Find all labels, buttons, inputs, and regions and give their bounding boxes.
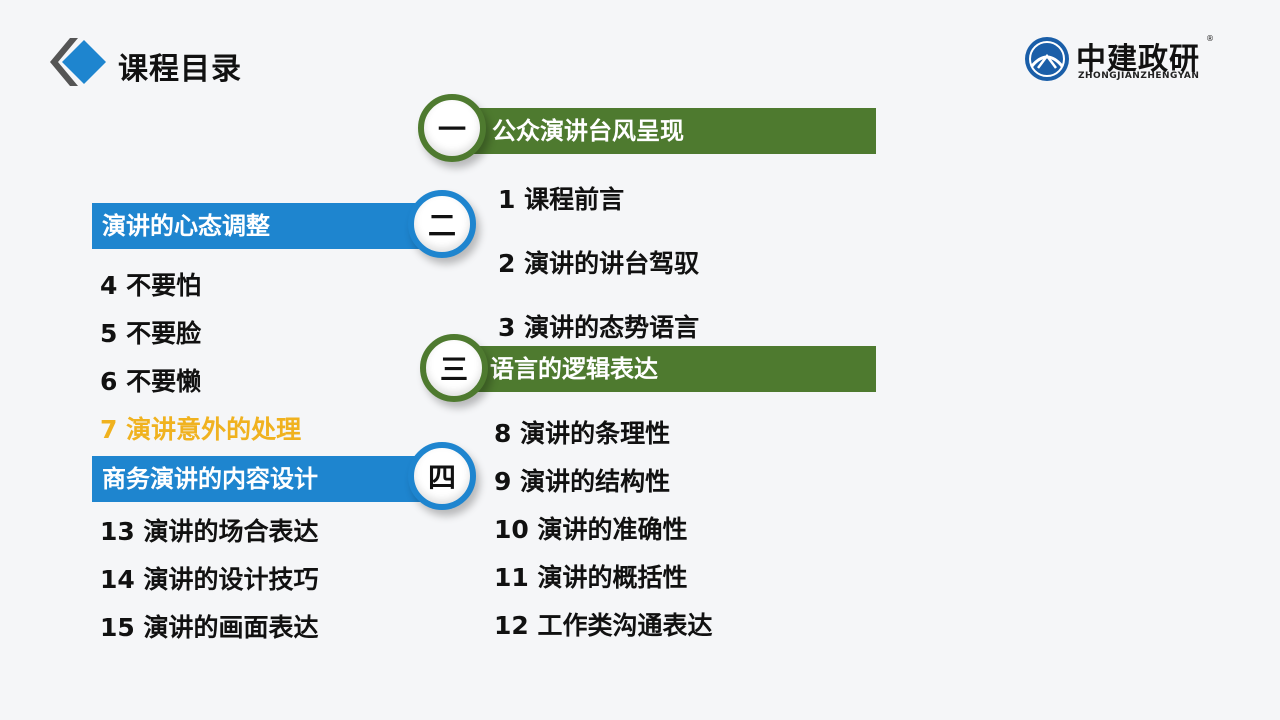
section-3-badge: 三 [420, 334, 488, 402]
list-item-highlighted: 7 演讲意外的处理 [100, 415, 302, 444]
brand-subtitle: ZHONGJIANZHENGYAN [1078, 71, 1200, 81]
list-item: 9 演讲的结构性 [494, 467, 671, 496]
list-item: 13 演讲的场合表达 [100, 517, 319, 546]
section-3-badge-label: 三 [439, 353, 468, 386]
section-1-title: 公众演讲台风呈现 [492, 117, 684, 145]
brand-emblem-icon [1025, 37, 1069, 81]
section-4-title: 商务演讲的内容设计 [102, 465, 318, 493]
section-2-badge: 二 [408, 190, 476, 258]
section-1-badge: 一 [418, 94, 486, 162]
list-item: 11 演讲的概括性 [494, 563, 688, 592]
section-3-bar: 语言的逻辑表达 [454, 346, 876, 392]
brand-name: 中建政研 [1076, 42, 1200, 77]
list-item: 10 演讲的准确性 [494, 515, 688, 544]
list-item: 2 演讲的讲台驾驭 [498, 249, 700, 278]
registered-mark: ® [1206, 34, 1214, 43]
list-item: 6 不要懒 [100, 367, 202, 396]
brand-logo: 中建政研 ® ZHONGJIANZHENGYAN [1024, 34, 1214, 86]
list-item: 1 课程前言 [498, 185, 625, 214]
section-4-badge: 四 [408, 442, 476, 510]
list-item: 3 演讲的态势语言 [498, 313, 700, 342]
list-item: 4 不要怕 [100, 271, 202, 300]
list-item: 5 不要脸 [100, 319, 202, 348]
list-item: 14 演讲的设计技巧 [100, 565, 319, 594]
diamond-logo-icon [50, 38, 106, 86]
section-2-bar: 演讲的心态调整 [92, 203, 442, 249]
section-1-bar: 公众演讲台风呈现 [452, 108, 876, 154]
list-item: 8 演讲的条理性 [494, 419, 671, 448]
section-4-badge-label: 四 [427, 461, 456, 494]
section-2-badge-label: 二 [427, 209, 456, 242]
section-1-badge-label: 一 [437, 113, 466, 146]
page-title: 课程目录 [118, 52, 242, 87]
section-2-title: 演讲的心态调整 [102, 212, 270, 240]
section-3-title: 语言的逻辑表达 [490, 355, 658, 383]
list-item: 12 工作类沟通表达 [494, 611, 713, 640]
list-item: 15 演讲的画面表达 [100, 613, 319, 642]
section-4-bar: 商务演讲的内容设计 [92, 456, 442, 502]
